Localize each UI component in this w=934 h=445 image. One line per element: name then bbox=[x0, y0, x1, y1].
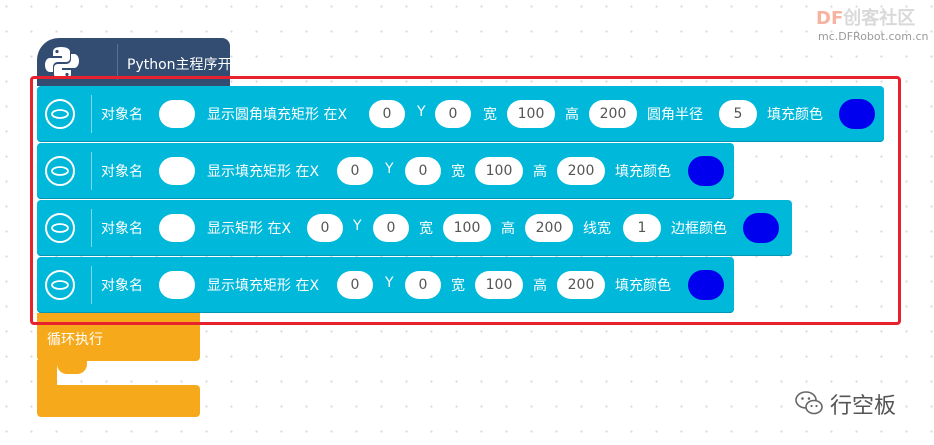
object-name-input[interactable] bbox=[159, 271, 195, 299]
wechat-icon bbox=[794, 388, 824, 418]
block-divider bbox=[91, 95, 92, 133]
fill-color-swatch[interactable] bbox=[688, 270, 724, 300]
loop-notch bbox=[57, 360, 87, 374]
loop-forever-block[interactable]: 循环执行 bbox=[37, 313, 200, 361]
y-label: Y bbox=[417, 104, 426, 120]
x-input[interactable]: 0 bbox=[369, 100, 405, 128]
highlight-box bbox=[30, 76, 901, 325]
height-input[interactable]: 200 bbox=[557, 271, 605, 299]
block-divider bbox=[91, 152, 92, 190]
brand-watermark: DF创客社区 bbox=[816, 4, 915, 30]
loop-bottom bbox=[37, 385, 200, 417]
object-circle-icon bbox=[45, 99, 75, 129]
fill-color-label: 填充颜色 bbox=[615, 278, 671, 294]
object-circle-icon bbox=[45, 270, 75, 300]
width-label: 宽 bbox=[451, 164, 465, 180]
width-label: 宽 bbox=[419, 221, 433, 237]
object-name-label: 对象名 bbox=[101, 221, 143, 237]
account-name: 行空板 bbox=[830, 394, 897, 419]
height-label: 高 bbox=[565, 107, 579, 123]
brand-rest: 创客社区 bbox=[843, 8, 916, 29]
line-width-label: 线宽 bbox=[583, 221, 611, 237]
y-input[interactable]: 0 bbox=[405, 157, 441, 185]
fill-color-swatch[interactable] bbox=[688, 156, 724, 186]
width-input[interactable]: 100 bbox=[443, 214, 491, 242]
width-input[interactable]: 100 bbox=[475, 271, 523, 299]
brand-url: mc.DFRobot.com.cn bbox=[818, 30, 929, 43]
object-circle-icon bbox=[45, 213, 75, 243]
object-name-input[interactable] bbox=[159, 100, 195, 128]
hat-label: Python主程序开始 bbox=[127, 57, 246, 73]
fill-color-label: 填充颜色 bbox=[767, 107, 823, 123]
corner-radius-input[interactable]: 5 bbox=[719, 100, 757, 128]
action-label: 显示矩形 在X bbox=[207, 221, 292, 237]
line-width-input[interactable]: 1 bbox=[623, 214, 661, 242]
draw-filled-rect-block[interactable]: 对象名 显示填充矩形 在X 0 Y 0 宽 100 高 200 填充颜色 bbox=[37, 143, 734, 199]
height-label: 高 bbox=[533, 278, 547, 294]
height-label: 高 bbox=[501, 221, 515, 237]
width-input[interactable]: 100 bbox=[507, 100, 555, 128]
loop-label: 循环执行 bbox=[47, 332, 103, 348]
y-label: Y bbox=[385, 275, 394, 291]
x-input[interactable]: 0 bbox=[337, 271, 373, 299]
object-name-input[interactable] bbox=[159, 214, 195, 242]
corner-radius-label: 圆角半径 bbox=[647, 107, 703, 123]
fill-color-swatch[interactable] bbox=[839, 99, 875, 129]
hat-divider bbox=[117, 44, 118, 80]
width-input[interactable]: 100 bbox=[475, 157, 523, 185]
y-input[interactable]: 0 bbox=[373, 214, 409, 242]
height-input[interactable]: 200 bbox=[557, 157, 605, 185]
width-label: 宽 bbox=[451, 278, 465, 294]
border-color-swatch[interactable] bbox=[743, 213, 779, 243]
object-name-label: 对象名 bbox=[101, 164, 143, 180]
loop-arm bbox=[37, 360, 57, 390]
width-label: 宽 bbox=[483, 107, 497, 123]
x-input[interactable]: 0 bbox=[307, 214, 343, 242]
draw-rounded-filled-rect-block[interactable]: 对象名 显示圆角填充矩形 在X 0 Y 0 宽 100 高 200 圆角半径 5… bbox=[37, 86, 884, 142]
y-input[interactable]: 0 bbox=[435, 100, 471, 128]
y-label: Y bbox=[385, 161, 394, 177]
action-label: 显示填充矩形 在X bbox=[207, 164, 320, 180]
object-circle-icon bbox=[45, 156, 75, 186]
brand-df: DF bbox=[816, 8, 844, 29]
object-name-label: 对象名 bbox=[101, 278, 143, 294]
block-divider bbox=[91, 266, 92, 304]
block-divider bbox=[91, 209, 92, 247]
python-icon bbox=[43, 44, 81, 82]
action-label: 显示圆角填充矩形 在X bbox=[207, 107, 348, 123]
height-input[interactable]: 200 bbox=[525, 214, 573, 242]
object-name-label: 对象名 bbox=[101, 107, 143, 123]
y-label: Y bbox=[353, 218, 362, 234]
object-name-input[interactable] bbox=[159, 157, 195, 185]
y-input[interactable]: 0 bbox=[405, 271, 441, 299]
draw-filled-rect-block[interactable]: 对象名 显示填充矩形 在X 0 Y 0 宽 100 高 200 填充颜色 bbox=[37, 257, 734, 313]
x-input[interactable]: 0 bbox=[337, 157, 373, 185]
draw-rect-block[interactable]: 对象名 显示矩形 在X 0 Y 0 宽 100 高 200 线宽 1 边框颜色 bbox=[37, 200, 792, 256]
fill-color-label: 填充颜色 bbox=[615, 164, 671, 180]
border-color-label: 边框颜色 bbox=[671, 221, 727, 237]
height-input[interactable]: 200 bbox=[589, 100, 637, 128]
action-label: 显示填充矩形 在X bbox=[207, 278, 320, 294]
height-label: 高 bbox=[533, 164, 547, 180]
